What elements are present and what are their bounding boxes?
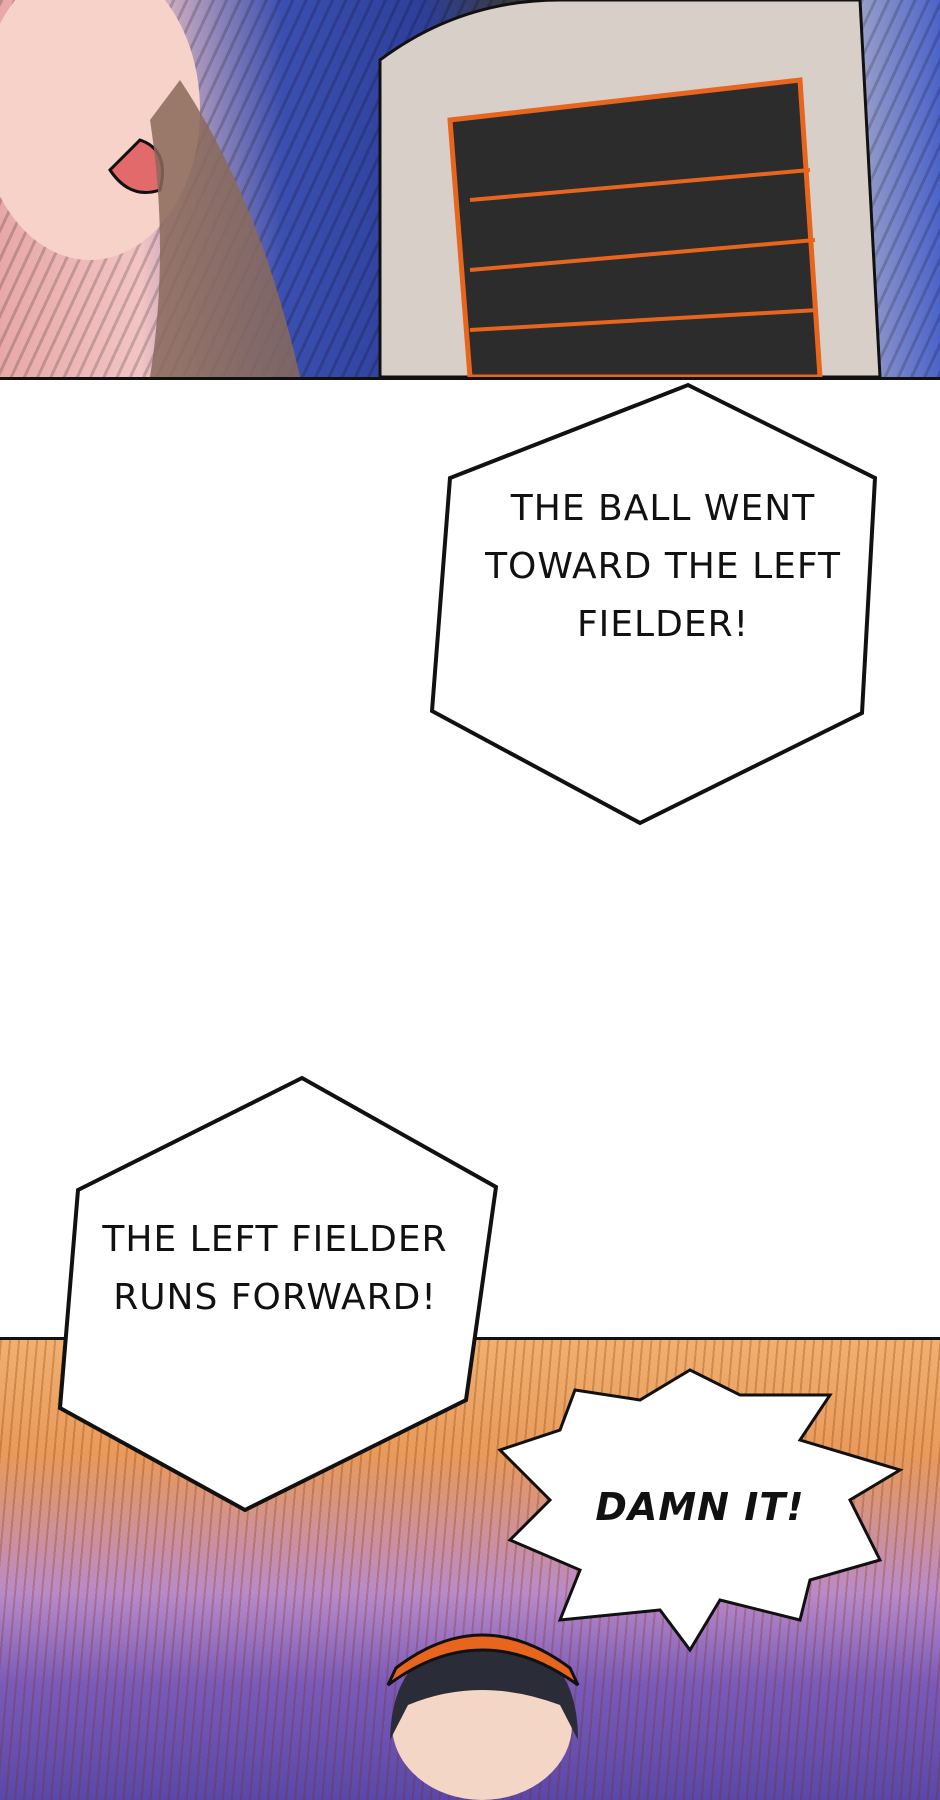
chest-protector: [447, 77, 823, 377]
hexagon-bubble-1: [429, 382, 878, 826]
bubble-text-damn-it: DAMN IT!: [595, 1485, 805, 1529]
protector-stripes: [469, 168, 819, 332]
girl-hair: [150, 80, 300, 377]
girl-face: [0, 0, 200, 260]
panel-bottom-art: [386, 1633, 580, 1800]
bubble-text-ball-went: THE BALL WENT TOWARD THE LEFT FIELDER!: [485, 488, 841, 645]
panel-top-art: [0, 0, 882, 377]
bubble-text-left-fielder-runs: THE LEFT FIELDER RUNS FORWARD!: [102, 1219, 448, 1318]
comic-panel-bottom: [0, 1337, 940, 1800]
comic-panel-top: [0, 0, 940, 380]
player-hair: [390, 1640, 578, 1740]
